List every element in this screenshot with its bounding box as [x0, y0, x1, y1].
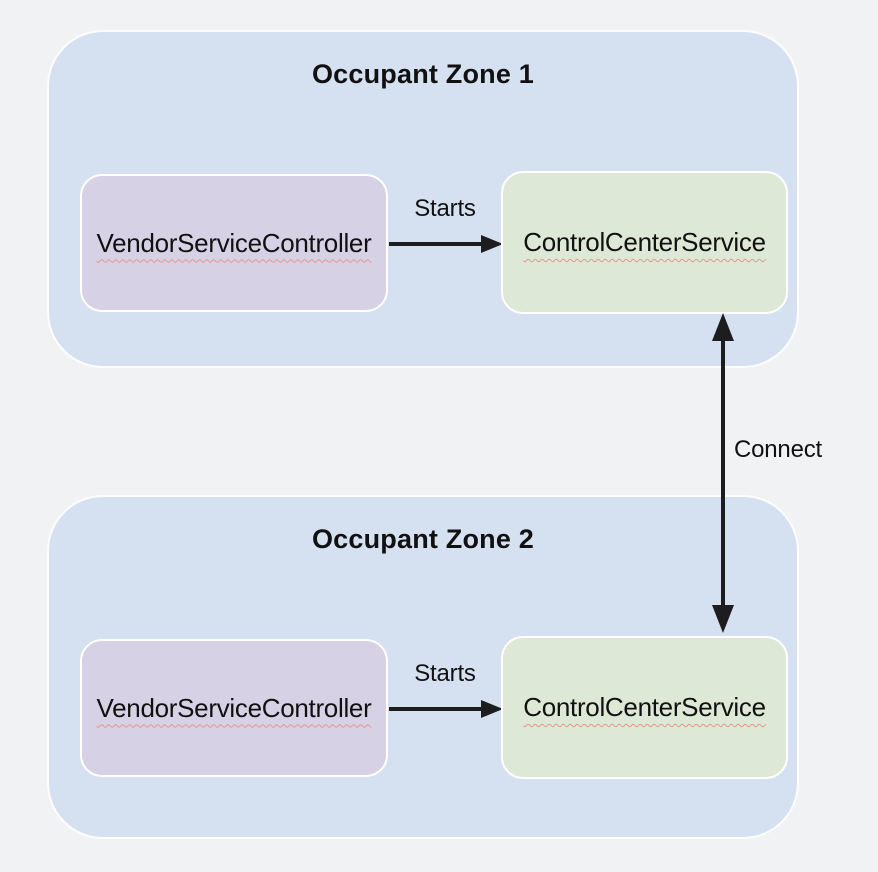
connect-edge-label: Connect: [734, 436, 822, 463]
node-vendor-service-controller-2: VendorServiceController: [80, 639, 388, 777]
zone-occupant-zone-2: Occupant Zone 2 VendorServiceController …: [47, 495, 799, 839]
zone-2-title: Occupant Zone 2: [311, 524, 535, 554]
node-label-vendor-service-controller-1: VendorServiceController: [96, 227, 372, 258]
node-vendor-service-controller-1: VendorServiceController: [80, 174, 388, 312]
node-label-control-center-service-1: ControlCenterService: [523, 227, 766, 257]
starts-edge-label-2: Starts: [414, 660, 476, 687]
node-label-vendor-service-controller-2: VendorServiceController: [96, 692, 372, 723]
node-control-center-service-1: ControlCenterService: [501, 171, 788, 314]
node-label-control-center-service-2: ControlCenterService: [523, 692, 766, 722]
node-control-center-service-2: ControlCenterService: [501, 636, 788, 779]
zone-1-title: Occupant Zone 1: [311, 59, 535, 89]
starts-arrow-2: [389, 700, 503, 718]
zone-occupant-zone-1: Occupant Zone 1 VendorServiceController …: [47, 30, 799, 368]
starts-arrow-1: [389, 235, 503, 253]
starts-edge-label-1: Starts: [414, 195, 476, 222]
